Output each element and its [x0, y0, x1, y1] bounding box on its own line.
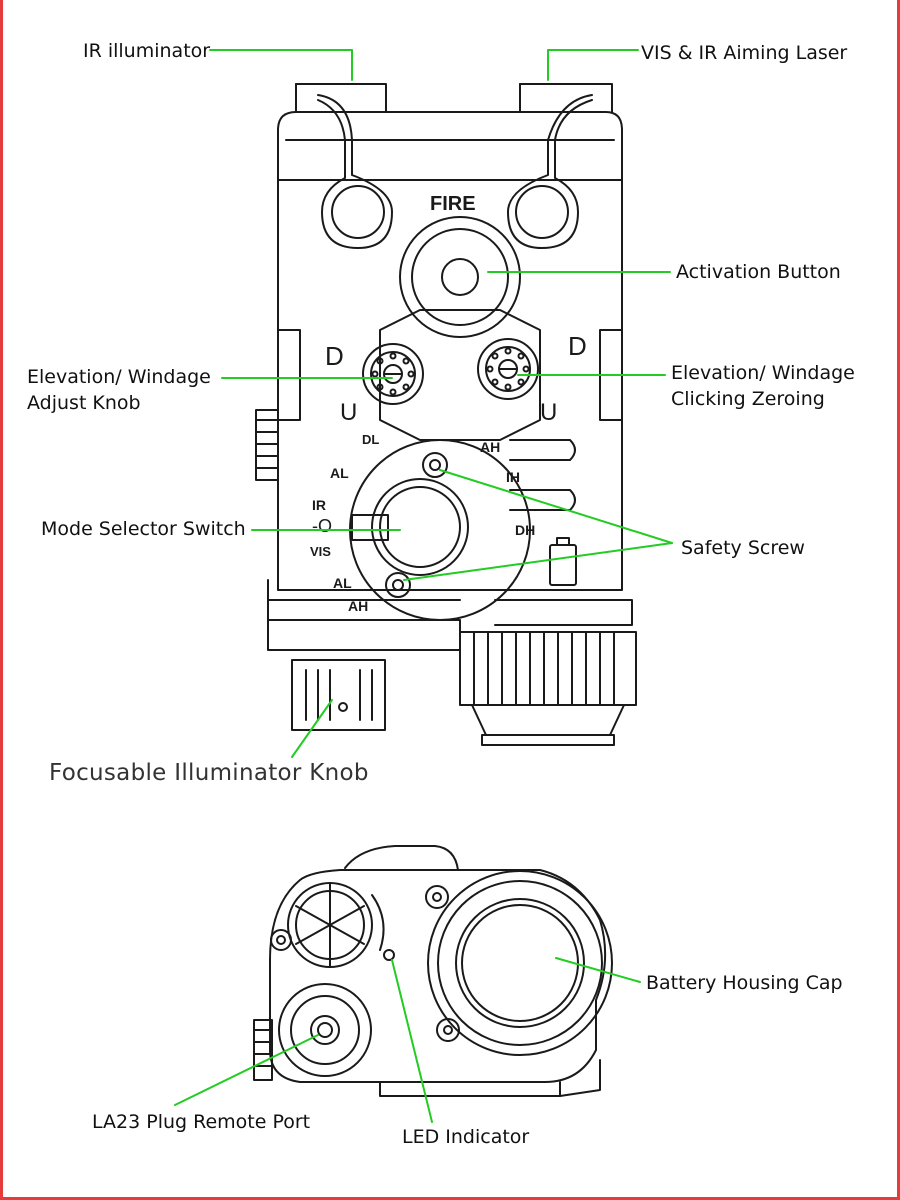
- aiming-laser-lens: [515, 185, 569, 239]
- dh-marking: DH: [515, 522, 535, 538]
- remote-port: [278, 983, 372, 1077]
- front-view-device: [253, 845, 613, 1097]
- dl-marking: DL: [362, 432, 379, 447]
- aiming-laser-housing: [507, 94, 593, 249]
- label-elev-zeroing-line1: Elevation/ Windage: [671, 362, 855, 384]
- d-left-marking: D: [325, 341, 344, 371]
- battery-housing-cap: [427, 870, 613, 1056]
- leader-aiming-laser: [547, 49, 639, 81]
- label-elev-zeroing-line2: Clicking Zeroing: [671, 388, 825, 410]
- label-mode-selector-switch: Mode Selector Switch: [41, 518, 246, 540]
- ah-bottom-marking: AH: [348, 598, 368, 614]
- ih-marking: IH: [506, 469, 520, 485]
- knurled-wheel: [287, 882, 373, 968]
- leader-focus-knob: [291, 699, 333, 758]
- led-indicator-dot: [383, 949, 395, 961]
- label-la23-plug-remote-port: LA23 Plug Remote Port: [92, 1111, 311, 1133]
- elevation-adjust-knob: [362, 343, 424, 405]
- label-elev-adjust-line1: Elevation/ Windage: [27, 366, 211, 388]
- fire-marking: FIRE: [430, 193, 476, 215]
- ir-illuminator-housing: [317, 94, 393, 249]
- label-battery-housing-cap: Battery Housing Cap: [646, 972, 843, 994]
- leader-remote-port: [174, 1034, 319, 1106]
- ir-marking: IR: [312, 497, 326, 513]
- leader-battery-cap: [555, 957, 641, 983]
- label-ir-illuminator: IR illuminator: [83, 40, 211, 62]
- activation-button-center: [441, 258, 479, 296]
- label-focusable-illuminator-knob: Focusable Illuminator Knob: [49, 760, 369, 786]
- label-activation-button: Activation Button: [676, 261, 841, 283]
- al-top-marking: AL: [330, 465, 349, 481]
- d-right-marking: D: [568, 331, 587, 361]
- top-view-device: [255, 83, 637, 746]
- leader-led-indicator: [391, 959, 433, 1123]
- focus-knob-body: [291, 659, 386, 731]
- safety-screw-bottom: [385, 572, 411, 598]
- leader-lines: [174, 49, 673, 1123]
- label-safety-screw: Safety Screw: [681, 537, 805, 559]
- elevation-zeroing-knob: [477, 338, 539, 400]
- activation-button-outer: [399, 216, 521, 338]
- ir-illuminator-lens: [331, 185, 385, 239]
- vis-marking: VIS: [310, 544, 331, 559]
- battery-indicator-icon: [549, 544, 577, 586]
- label-elev-adjust-line2: Adjust Knob: [27, 392, 141, 414]
- u-right-marking: U: [540, 399, 557, 426]
- label-led-indicator: LED Indicator: [402, 1126, 530, 1148]
- u-left-marking: U: [340, 399, 357, 426]
- al-bottom-marking: AL: [333, 575, 352, 591]
- leader-safety-screw-bottom: [403, 542, 673, 581]
- safety-screw-top: [422, 452, 448, 478]
- leader-ir-illuminator: [209, 49, 353, 81]
- ah-top-marking: AH: [480, 439, 500, 455]
- o-marking: -O: [312, 516, 332, 536]
- leader-safety-screw-top: [439, 469, 673, 544]
- battery-cap-knurl: [459, 631, 637, 706]
- label-vis-ir-aiming-laser: VIS & IR Aiming Laser: [641, 42, 848, 64]
